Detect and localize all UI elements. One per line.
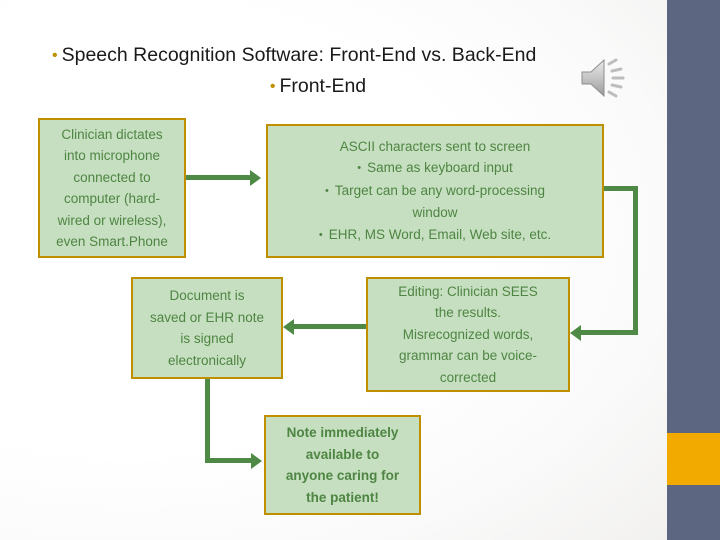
box-text: Clinician dictates	[61, 126, 163, 142]
box-text: Misrecognized words,	[402, 326, 534, 342]
bullet-icon: •	[357, 162, 365, 175]
box-text-line: is signed	[139, 328, 275, 350]
box-text: the results.	[434, 305, 502, 321]
arrow-ascii-to-editing-bottom	[581, 330, 638, 335]
arrow-dictate-to-ascii-head	[250, 169, 261, 186]
arrow-document-to-note-line	[205, 458, 253, 463]
box-text: Target can be any word-processing	[334, 182, 546, 198]
box-text: computer (hard-	[63, 191, 161, 206]
box-text-line: available to	[272, 444, 413, 466]
arrow-dictate-to-ascii-line	[186, 175, 252, 180]
box-text: ASCII characters sent to screen	[339, 138, 531, 154]
box-text-line: anyone caring for	[272, 465, 413, 487]
box-text-line: connected to	[46, 167, 178, 189]
box-text: is signed	[180, 331, 234, 346]
box-text: connected to	[73, 169, 151, 185]
box-text-line: • Same as keyboard input	[274, 157, 596, 180]
box-text-line: • Target can be any word-processing	[274, 180, 596, 203]
bullet-icon: •	[318, 228, 326, 241]
box-text: Document is	[169, 288, 245, 303]
box-text-line: Note immediately	[272, 422, 413, 444]
box-text-line: into microphone	[46, 145, 178, 167]
box-text-line: wired or wireless),	[46, 210, 178, 232]
box-text-line: Editing: Clinician SEES	[374, 281, 562, 303]
box-text: EHR, MS Word, Email, Web site, etc.	[328, 226, 552, 242]
title-line-1: •Speech Recognition Software: Front-End …	[28, 40, 608, 71]
box-text: Same as keyboard input	[367, 160, 513, 176]
box-text-line: the patient!	[272, 487, 413, 509]
box-text: available to	[305, 446, 380, 462]
editing-results-box: Editing: Clinician SEES the results. Misre…	[366, 277, 570, 392]
box-text: Note immediately	[286, 425, 399, 440]
box-text: window	[412, 205, 458, 221]
box-text: saved or EHR note	[149, 309, 265, 325]
arrow-editing-to-document-line	[294, 324, 366, 329]
box-text-line: corrected	[374, 367, 562, 389]
document-saved-box: Document is saved or EHR note is signed ele…	[131, 277, 283, 379]
box-text-line: grammar can be voice-	[374, 345, 562, 367]
box-text: the patient!	[306, 489, 379, 505]
slide-title: •Speech Recognition Software: Front-End …	[28, 40, 608, 102]
title-line-1-text: Speech Recognition Software: Front-End v…	[61, 44, 537, 66]
speaker-icon[interactable]	[578, 52, 630, 104]
box-text-line: Misrecognized words,	[374, 324, 562, 346]
box-text-line: Clinician dictates	[46, 124, 178, 146]
bullet-icon: •	[269, 78, 276, 95]
box-text: into microphone	[63, 148, 161, 163]
arrow-document-to-note-head	[251, 452, 262, 469]
arrow-ascii-to-editing-top	[604, 186, 638, 191]
box-text-line: the results.	[374, 302, 562, 324]
note-available-box: Note immediately available to anyone carin…	[264, 415, 421, 515]
box-text: even Smart.Phone	[56, 234, 168, 249]
box-text: electronically	[167, 352, 247, 368]
arrow-editing-to-document-head	[283, 318, 294, 335]
title-line-2: •Front-End	[28, 71, 608, 102]
bullet-icon: •	[324, 184, 332, 197]
arrow-ascii-to-editing-vertical	[633, 186, 638, 333]
sidebar-accent-block	[667, 433, 720, 485]
clinician-dictates-box: Clinician dictates into microphone connect…	[38, 118, 186, 258]
box-text-line: • EHR, MS Word, Email, Web site, etc.	[274, 224, 596, 247]
box-text: Editing: Clinician SEES	[398, 283, 538, 299]
box-text: wired or wireless),	[57, 212, 167, 228]
box-text-line: ASCII characters sent to screen	[274, 136, 596, 158]
bullet-icon: •	[52, 47, 58, 64]
box-text-line: electronically	[139, 350, 275, 372]
box-text-line: window	[274, 202, 596, 224]
box-text: anyone caring for	[285, 468, 400, 483]
box-text: corrected	[439, 369, 497, 385]
arrow-document-to-note-vertical	[205, 379, 210, 463]
box-text-line: even Smart.Phone	[46, 231, 178, 253]
title-line-2-text: Front-End	[279, 75, 367, 97]
box-text-line: computer (hard-	[46, 188, 178, 210]
box-text: grammar can be voice-	[398, 348, 538, 364]
arrow-ascii-to-editing-head	[570, 324, 581, 341]
box-text-line: saved or EHR note	[139, 307, 275, 329]
box-text-line: Document is	[139, 285, 275, 307]
ascii-characters-box: ASCII characters sent to screen • Same as…	[266, 124, 604, 258]
